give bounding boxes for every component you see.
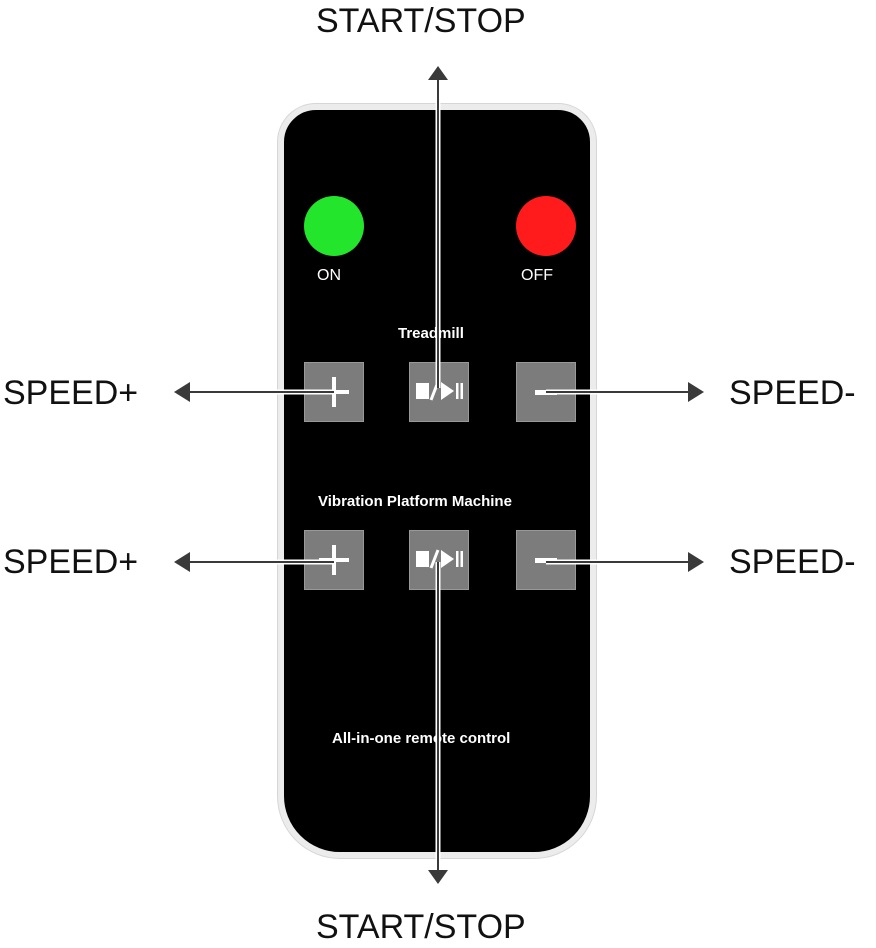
treadmill-speed-down-label: SPEED-: [729, 374, 856, 412]
vibration-speed-down-label: SPEED-: [729, 543, 856, 581]
arrow-right-icon: [688, 382, 704, 402]
on-button-label: ON: [317, 267, 341, 284]
off-button[interactable]: [516, 196, 576, 256]
on-button[interactable]: [304, 196, 364, 256]
remote-footer-label: All-in-one remote control: [332, 730, 511, 747]
arrow-left-icon: [174, 552, 190, 572]
arrow-right-icon: [688, 552, 704, 572]
off-button-label: OFF: [521, 267, 553, 284]
vibration-speed-up-label: SPEED+: [3, 543, 139, 581]
stop-play-pause-icon: [416, 549, 463, 569]
vibration-section-label: Vibration Platform Machine: [318, 493, 512, 510]
start-stop-label-top: START/STOP: [316, 2, 526, 40]
arrow-up-icon: [428, 66, 448, 80]
treadmill-section-label: Treadmill: [398, 325, 464, 342]
arrow-down-icon: [428, 870, 448, 884]
arrow-left-icon: [174, 382, 190, 402]
start-stop-label-bottom: START/STOP: [316, 908, 526, 946]
treadmill-speed-up-label: SPEED+: [3, 374, 139, 412]
